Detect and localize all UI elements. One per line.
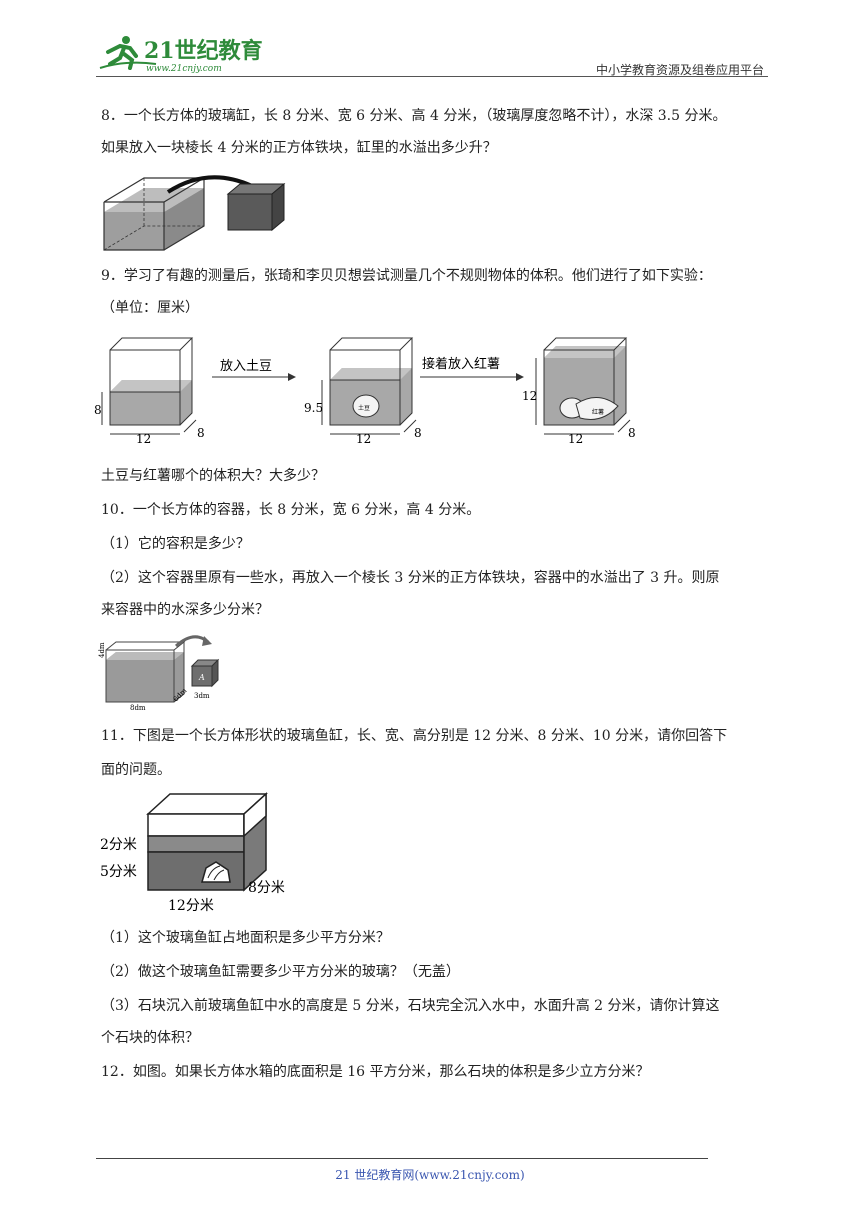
water-rise-band — [147, 835, 245, 853]
cube-side-label: 3dm — [194, 692, 210, 700]
width-label: 8分米 — [248, 880, 285, 896]
q11-sub3a: （3）石块沉入前玻璃鱼缸中水的高度是 5 分米，石块完全沉入水中，水面升高 2 … — [101, 998, 720, 1014]
q10-line2: （1）它的容积是多少？ — [101, 536, 250, 552]
q9-line1: 9．学习了有趣的测量后，张琦和李贝贝想尝试测量几个不规则物体的体积。他们进行了如… — [101, 268, 712, 284]
header-divider — [96, 76, 768, 77]
q11-sub1: （1）这个玻璃鱼缸占地面积是多少平方分米？ — [101, 930, 390, 946]
depth-label: 5分米 — [100, 864, 137, 880]
rise-label: 2分米 — [100, 837, 137, 853]
logo-text: 21世纪教育 — [144, 38, 263, 64]
c2-width: 8 — [414, 426, 422, 440]
q11-sub3b: 个石块的体积？ — [101, 1030, 199, 1046]
site-logo: 21世纪教育 www.21cnjy.com — [96, 30, 266, 74]
c3-width: 8 — [628, 426, 636, 440]
c2-length: 12 — [356, 432, 371, 446]
q8-figure — [98, 168, 298, 256]
footer-divider — [96, 1158, 708, 1159]
q10-line1: 10．一个长方体的容器，长 8 分米，宽 6 分米，高 4 分米。 — [101, 502, 481, 518]
container-2: 土豆 9.5 12 8 — [304, 337, 422, 446]
q9-line2: （单位：厘米） — [101, 300, 199, 316]
footer-link[interactable]: 21 世纪教育网(www.21cnjy.com) — [335, 1168, 525, 1182]
length-label: 12分米 — [168, 898, 214, 914]
cube-a-label: A — [198, 673, 205, 682]
q11-sub2: （2）做这个玻璃鱼缸需要多少平方分米的玻璃？（无盖） — [101, 964, 460, 980]
q8-line1: 8．一个长方体的玻璃缸，长 8 分米、宽 6 分米、高 4 分米，（玻璃厚度忽略… — [101, 108, 727, 124]
c3-height: 12 — [522, 389, 537, 403]
platform-title: 中小学教育资源及组卷应用平台 — [595, 63, 764, 77]
q10-height-label: 4dm — [98, 642, 106, 658]
c3-length: 12 — [568, 432, 583, 446]
q10-length-label: 8dm — [130, 704, 146, 712]
q11-figure: 2分米 5分米 8分米 12分米 — [98, 786, 298, 920]
c1-length: 12 — [136, 432, 151, 446]
move-arrow — [166, 175, 253, 194]
q12-line1: 12．如图。如果长方体水箱的底面积是 16 平方分米，那么石块的体积是多少立方分… — [101, 1064, 650, 1080]
q10-line3: （2）这个容器里原有一些水，再放入一个棱长 3 分米的正方体铁块，容器中的水溢出… — [101, 570, 720, 586]
runner-icon — [99, 36, 157, 70]
arrow1-label: 放入土豆 — [220, 359, 272, 374]
water-body — [147, 851, 245, 891]
logo-url: www.21cnjy.com — [146, 64, 222, 74]
potato-label: 土豆 — [358, 404, 370, 412]
stone — [201, 861, 231, 883]
q9-figure: 8 12 8 放入土豆 土豆 9.5 12 8 接着放入红薯 — [94, 330, 643, 450]
container-3: 红薯 12 12 8 — [522, 337, 636, 446]
sweet-potato — [575, 397, 619, 420]
sweet-potato-label: 红薯 — [592, 408, 604, 416]
c1-width: 8 — [197, 426, 205, 440]
container-1: 8 12 8 — [94, 337, 205, 446]
q8-line2: 如果放入一块棱长 4 分米的正方体铁块，缸里的水溢出多少升？ — [101, 140, 497, 156]
tank-water-front — [104, 212, 164, 250]
q10-figure: 4dm 8dm 6dm A 3dm — [98, 630, 228, 716]
q11-line1: 11．下图是一个长方体形状的玻璃鱼缸，长、宽、高分别是 12 分米、8 分米、1… — [101, 728, 728, 744]
tank-water-top — [104, 188, 204, 212]
c1-height: 8 — [94, 403, 102, 417]
q10-line4: 来容器中的水深多少分米？ — [101, 602, 269, 618]
iron-cube — [227, 193, 273, 231]
arrow2-label: 接着放入红薯 — [422, 356, 500, 372]
potato — [352, 394, 380, 418]
q9-question: 土豆与红薯哪个的体积大？大多少？ — [101, 468, 325, 484]
c2-height: 9.5 — [304, 401, 323, 415]
q11-line2: 面的问题。 — [101, 762, 171, 778]
